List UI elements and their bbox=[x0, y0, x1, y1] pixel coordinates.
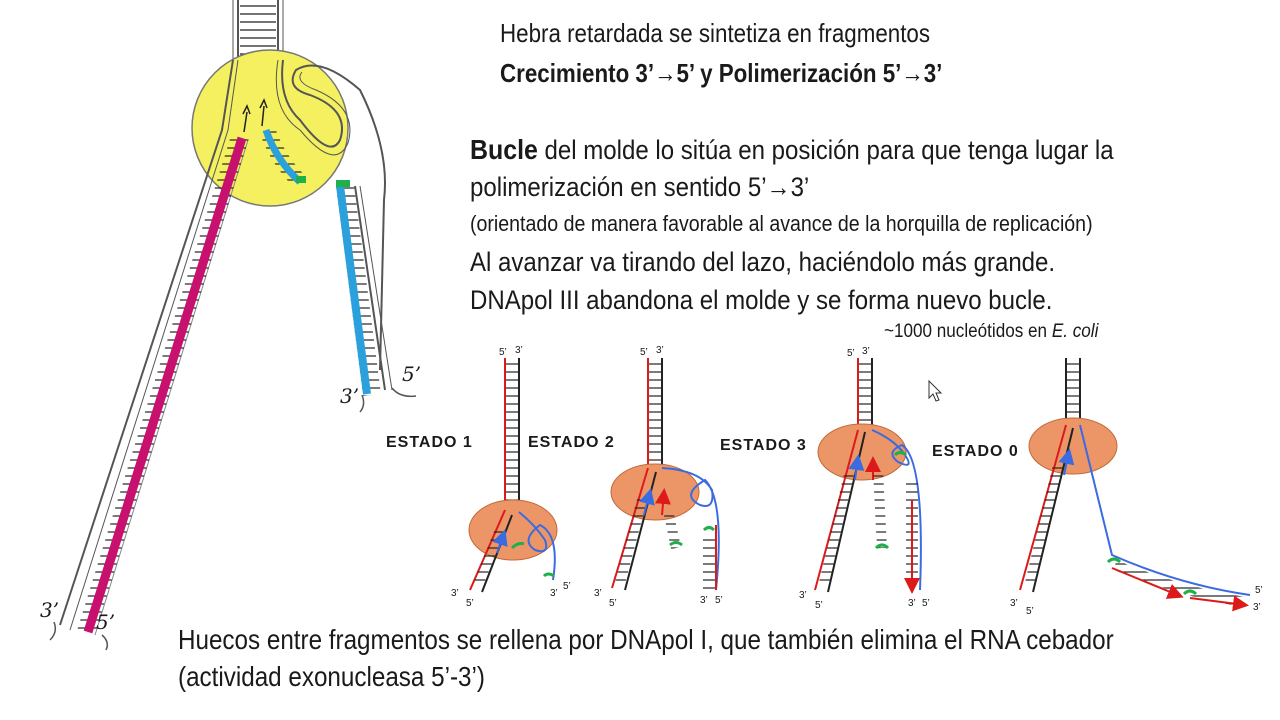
organism-name: E. coli bbox=[1051, 321, 1099, 342]
lagging-three-prime-label: 3’ bbox=[340, 384, 360, 408]
s3-bottom-three-label: 3’ bbox=[799, 590, 807, 601]
s0-bottom-three-label: 3’ bbox=[1010, 598, 1018, 609]
lagging-five-prime-label: 5’ bbox=[402, 362, 422, 386]
gap-filling-explanation: Huecos entre fragmentos se rellena por D… bbox=[178, 624, 1114, 655]
s2-right-three-label: 3’ bbox=[700, 595, 708, 606]
state-1-label: ESTADO 1 bbox=[386, 434, 473, 451]
exonuclease-note: (actividad exonucleasa 5’-3’) bbox=[178, 661, 485, 692]
synthesis-arrows bbox=[242, 98, 268, 133]
s2-top-five-label: 5’ bbox=[640, 347, 648, 358]
s3-top-three-label: 3’ bbox=[862, 346, 870, 357]
state-3-label: ESTADO 3 bbox=[720, 437, 807, 454]
leading-strand bbox=[83, 136, 247, 634]
mouse-cursor-icon bbox=[928, 379, 943, 402]
state-3-diagram bbox=[814, 358, 922, 594]
fragment-size-text: ~1000 nucleótidos en bbox=[884, 321, 1052, 342]
slide-subtitle: Crecimiento 3’→5’ y Polimerización 5’→3’ bbox=[500, 58, 943, 88]
okazaki-fragment-current bbox=[260, 128, 306, 188]
dna-polymerase-iii bbox=[191, 49, 349, 207]
s2-top-three-label: 3’ bbox=[656, 345, 664, 356]
s0-right-five-label: 5’ bbox=[1255, 585, 1263, 596]
fragment-size-note: ~1000 nucleótidos en E. coli bbox=[884, 321, 1098, 343]
slide-title: Hebra retardada se sintetiza en fragment… bbox=[500, 18, 931, 48]
leading-three-prime-label: 3’ bbox=[40, 598, 60, 622]
leading-five-prime-label: 5’ bbox=[96, 610, 116, 634]
s1-bottom-five-label: 5’ bbox=[466, 598, 474, 609]
state-2-label: ESTADO 2 bbox=[528, 434, 615, 451]
state-0-diagram bbox=[1019, 358, 1251, 612]
s0-right-three-label: 3’ bbox=[1253, 602, 1261, 613]
lagging-strand-duplex bbox=[336, 180, 417, 413]
s3-top-five-label: 5’ bbox=[847, 348, 855, 359]
loop-term: Bucle bbox=[470, 134, 538, 165]
s3-bottom-five-label: 5’ bbox=[815, 600, 823, 611]
s2-bottom-three-label: 3’ bbox=[594, 588, 602, 599]
state-2-diagram bbox=[610, 358, 720, 591]
s1-right-three-label: 3’ bbox=[550, 588, 558, 599]
s1-top-three-label: 3’ bbox=[515, 345, 523, 356]
release-explanation: DNApol III abandona el molde y se forma … bbox=[470, 285, 1053, 315]
s1-right-five-label: 5’ bbox=[563, 581, 571, 592]
s1-top-five-label: 5’ bbox=[499, 347, 507, 358]
s2-right-five-label: 5’ bbox=[715, 595, 723, 606]
advance-explanation: Al avanzar va tirando del lazo, haciéndo… bbox=[470, 247, 1056, 277]
loop-explanation-text: del molde lo sitúa en posición para que … bbox=[537, 135, 1114, 165]
loop-explanation-line-1: Bucle del molde lo sitúa en posición par… bbox=[470, 134, 1114, 166]
s3-right-three-label: 3’ bbox=[908, 598, 916, 609]
s3-right-five-label: 5’ bbox=[922, 598, 930, 609]
s2-bottom-five-label: 5’ bbox=[609, 598, 617, 609]
s0-bottom-five-label: 5’ bbox=[1026, 606, 1034, 617]
orientation-note: (orientado de manera favorable al avance… bbox=[470, 211, 1093, 236]
s1-bottom-three-label: 3’ bbox=[451, 588, 459, 599]
state-1-diagram bbox=[468, 358, 558, 593]
lagging-template-loop bbox=[275, 59, 386, 371]
loop-explanation-line-2: polimerización en sentido 5’→3’ bbox=[470, 172, 810, 202]
state-0-label: ESTADO 0 bbox=[932, 443, 1019, 460]
